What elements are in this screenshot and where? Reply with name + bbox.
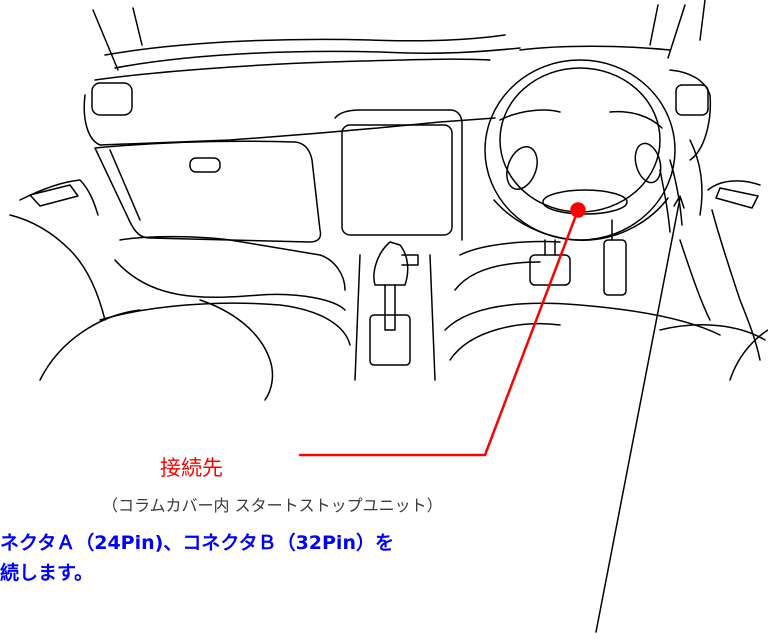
steering-hub	[542, 189, 628, 215]
left-door-panel	[9, 179, 106, 321]
center-console-panel	[334, 109, 463, 241]
gear-shifter	[354, 241, 436, 381]
steering-column	[659, 139, 703, 233]
center-display	[341, 124, 453, 236]
left-vent	[91, 82, 133, 116]
dashboard	[83, 34, 712, 161]
column-leader-line	[595, 197, 681, 633]
location-note: （コラムカバー内 スタートストップユニット）	[102, 496, 443, 515]
pedals	[529, 219, 627, 296]
accelerator-pedal	[603, 239, 627, 296]
connection-label: 接続先	[160, 456, 223, 480]
glovebox	[94, 140, 322, 243]
glovebox-handle	[189, 157, 221, 173]
connection-pointer	[298, 202, 586, 457]
instruction-line-1: ネクタＡ（24Pin)、コネクタＢ（32Pin）を	[0, 532, 394, 554]
right-vent	[675, 84, 709, 116]
instruction-line-2: 続します。	[0, 562, 94, 584]
connection-leader-line	[298, 208, 580, 457]
seats	[39, 235, 768, 401]
column-leader-arrow	[673, 195, 685, 209]
a-pillars	[92, 0, 706, 71]
